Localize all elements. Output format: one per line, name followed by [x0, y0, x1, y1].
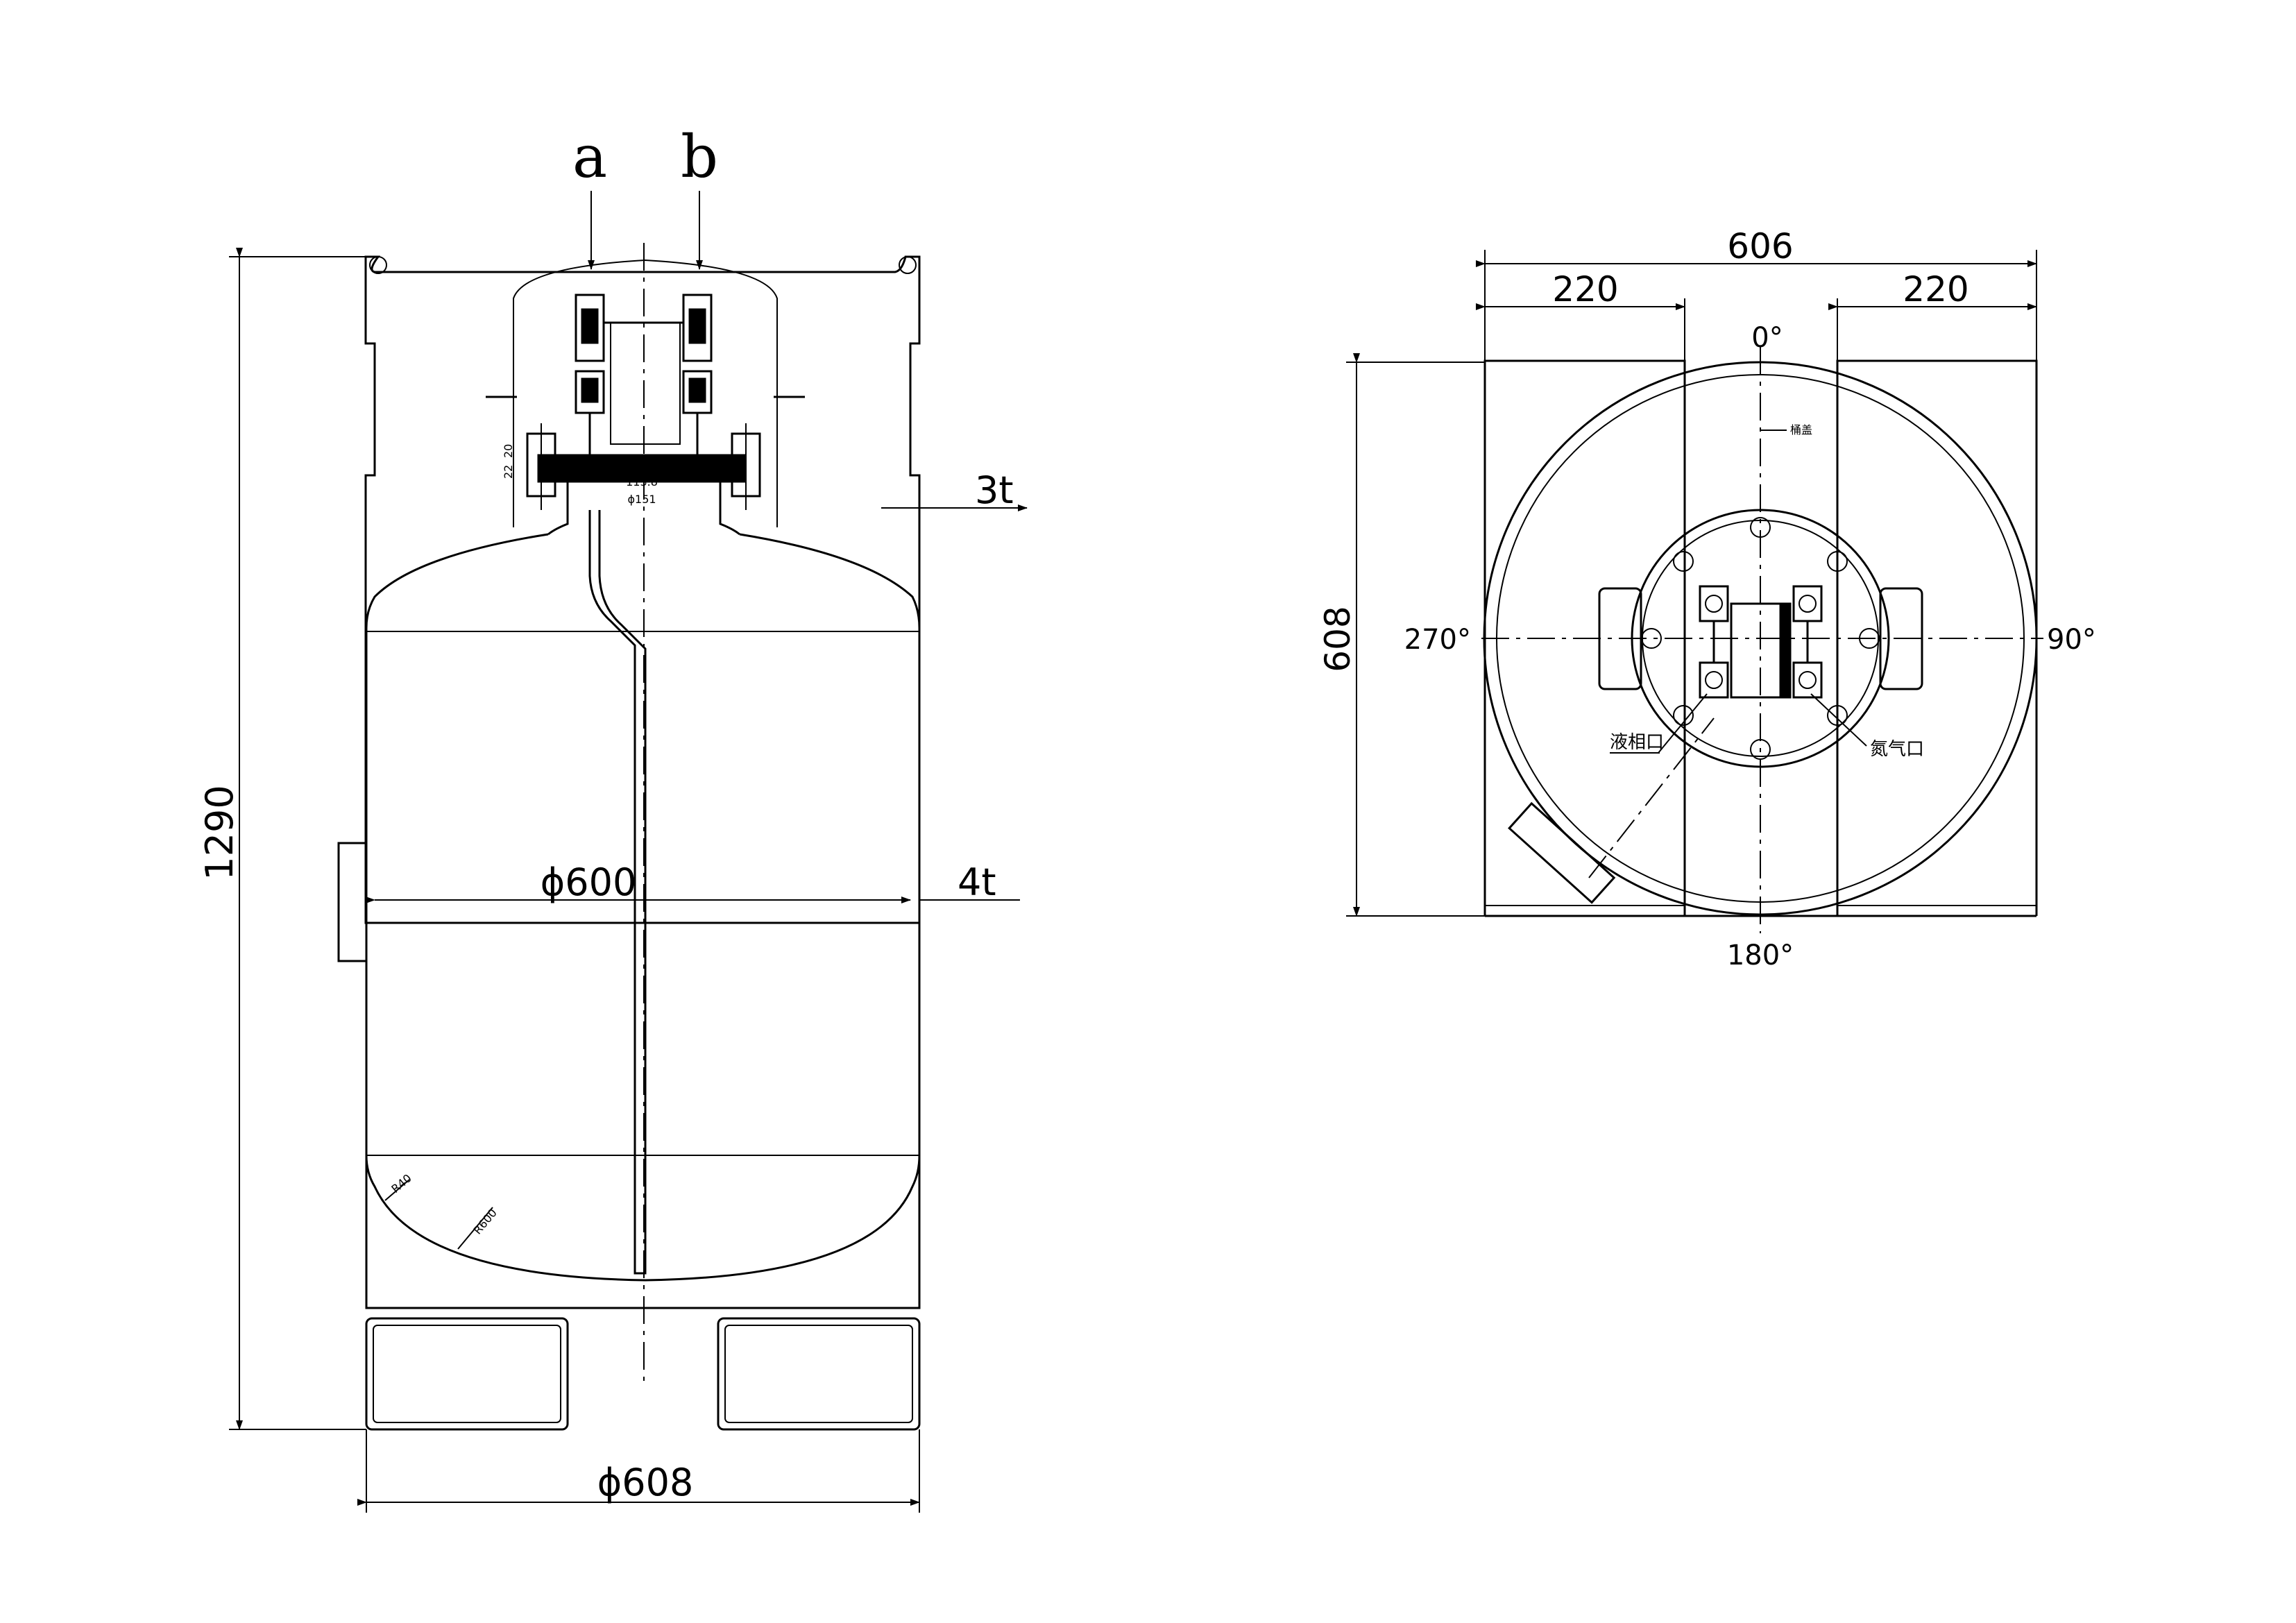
valve-cover	[513, 259, 778, 527]
guard-ring-hook-right	[899, 256, 917, 274]
label-nitrogen-port: 氮气口	[1870, 739, 1924, 760]
top-handle-right	[1879, 587, 1923, 690]
dim-height: 1290	[198, 785, 241, 880]
top-view: 0° 90° 180° 270° 桶盖 液相口 氮气口 606 220 220 …	[1318, 226, 2096, 971]
label-liquid-port: 液相口	[1610, 732, 1664, 753]
liquid-port-leader	[1658, 693, 1708, 754]
dim-outer-diameter: ϕ608	[597, 1461, 694, 1504]
valve-frame	[610, 322, 681, 445]
angle-0: 0°	[1751, 322, 1783, 354]
top-centerline-diagonal	[1588, 717, 1715, 878]
dim-r600: R600	[471, 1206, 500, 1237]
angle-270: 270°	[1404, 624, 1471, 656]
side-plate	[337, 842, 368, 962]
dim-gap-left: 220	[1552, 269, 1618, 309]
callout-b: b	[681, 123, 718, 191]
dim-depth: 608	[1318, 606, 1358, 672]
guard-ring-hook-left	[369, 256, 387, 274]
dim-flange-diameter: ϕ151	[627, 493, 656, 506]
forklift-pocket-right	[717, 1317, 921, 1431]
dim-shell-top-thickness: 3t	[975, 468, 1014, 512]
dim-gap-right: 220	[1903, 269, 1968, 309]
forklift-pocket-left	[365, 1317, 569, 1431]
dim-r40: R40	[389, 1171, 414, 1196]
front-view: a b	[198, 123, 1028, 1513]
dim-inner-diameter: ϕ600	[541, 860, 637, 904]
dip-tube	[588, 510, 647, 1275]
angle-90: 90°	[2047, 624, 2096, 656]
callout-a: a	[572, 123, 607, 191]
label-lid: 桶盖	[1790, 423, 1812, 436]
top-valve-liquid	[1699, 585, 1729, 699]
tank-neck	[547, 482, 740, 536]
nitrogen-port-leader	[1810, 693, 1867, 747]
dim-flange-width: 113.8	[626, 475, 658, 488]
guard-ring	[364, 255, 921, 924]
top-valve-frame-inner	[1779, 603, 1791, 698]
valve-a	[575, 294, 605, 454]
forklift-pocket-right-inner	[724, 1325, 913, 1423]
valve-b	[682, 294, 713, 454]
radius-leader-r40	[384, 1179, 410, 1201]
top-valve-nitrogen	[1792, 585, 1823, 699]
radius-leader-r600	[457, 1207, 493, 1250]
dim-small-20: 20	[502, 444, 515, 458]
dim-shell-body-thickness: 4t	[958, 860, 996, 904]
angle-180: 180°	[1727, 940, 1794, 971]
forklift-pocket-left-inner	[373, 1325, 561, 1423]
dim-small-22: 22	[502, 465, 515, 479]
base-frame	[365, 923, 921, 1309]
tank-shell	[365, 533, 921, 1282]
dim-width: 606	[1727, 226, 1793, 266]
top-side-plate	[1508, 801, 1616, 904]
